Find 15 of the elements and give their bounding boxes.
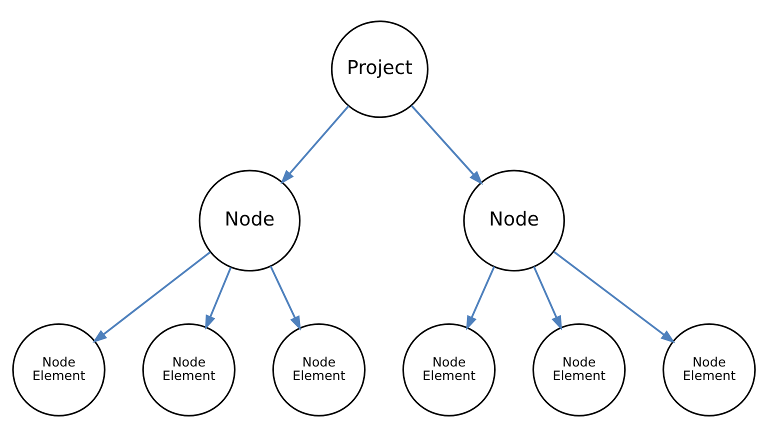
node-circle: Node Element [142,323,236,417]
arrow [466,266,496,330]
arrow [205,267,232,330]
arrow [280,105,350,184]
arrow [270,266,301,331]
arrow [92,251,211,343]
node-circle: Node Element [532,323,626,417]
node-circle: Node Element [12,323,106,417]
arrow [410,105,483,186]
node-circle: Node Element [272,323,366,417]
node-circle: Node Element [402,323,496,417]
node-circle: Project [330,20,428,118]
node-circle: Node Element [662,323,756,417]
arrow [533,266,562,330]
arrow [553,251,676,344]
